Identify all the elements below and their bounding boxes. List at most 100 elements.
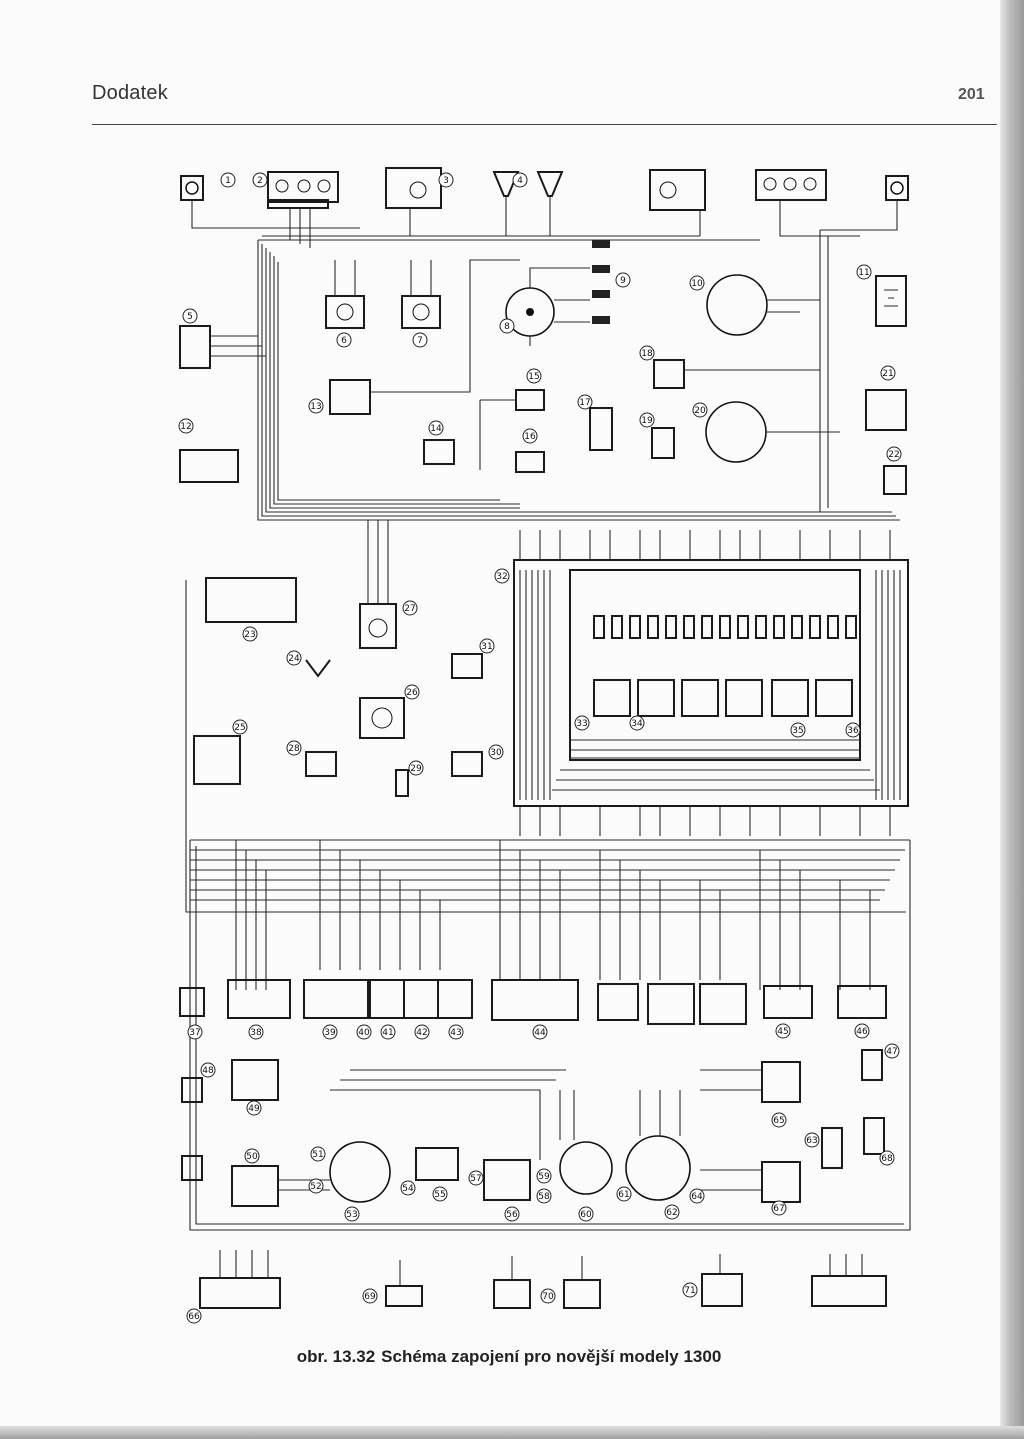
- component-label-64: 64: [689, 1188, 705, 1204]
- component-number-text: 12: [180, 422, 191, 432]
- component-label-28: 28: [286, 740, 302, 756]
- fuse-box-5: [179, 325, 266, 369]
- component-number-text: 26: [406, 688, 418, 698]
- component-number-text: 42: [416, 1028, 427, 1038]
- component-number-text: 59: [538, 1172, 550, 1182]
- component-number-text: 33: [576, 719, 587, 729]
- component-number-text: 43: [450, 1028, 461, 1038]
- component-label-27: 27: [402, 600, 418, 616]
- component-label-3: 3: [438, 172, 454, 188]
- component-label-25: 25: [232, 719, 248, 735]
- component-label-58: 58: [536, 1188, 552, 1204]
- component-number-text: 52: [310, 1182, 321, 1192]
- component-label-30: 30: [488, 744, 504, 760]
- component-number-text: 54: [402, 1184, 414, 1194]
- motor-27: [359, 520, 397, 649]
- component-number-text: 58: [538, 1192, 550, 1202]
- component-label-49: 49: [246, 1100, 262, 1116]
- component-number-text: 41: [382, 1028, 393, 1038]
- switch-14: [423, 439, 455, 465]
- component-label-71: 71: [682, 1282, 698, 1298]
- component-label-63: 63: [804, 1132, 820, 1148]
- component-number-text: 17: [579, 398, 590, 408]
- component-number-text: 39: [324, 1028, 336, 1038]
- component-label-42: 42: [414, 1024, 430, 1040]
- component-label-22: 22: [886, 446, 902, 462]
- component-label-39: 39: [322, 1024, 338, 1040]
- bottom-row-components: [199, 1250, 887, 1309]
- component-label-61: 61: [616, 1186, 632, 1202]
- component-label-21: 21: [880, 365, 896, 381]
- component-label-32: 32: [494, 568, 510, 584]
- component-number-text: 8: [504, 322, 510, 332]
- component-number-text: 70: [542, 1292, 554, 1302]
- component-label-45: 45: [775, 1023, 791, 1039]
- component-label-68: 68: [879, 1150, 895, 1166]
- component-number-text: 25: [234, 723, 245, 733]
- component-number-text: 11: [858, 268, 869, 278]
- left-harness-wires: [191, 196, 900, 521]
- instrument-section: [181, 1049, 885, 1207]
- component-number-text: 32: [496, 572, 507, 582]
- component-label-18: 18: [639, 345, 655, 361]
- component-label-47: 47: [884, 1043, 900, 1059]
- unit-22: [883, 465, 907, 495]
- motor-7: [401, 260, 441, 329]
- component-number-text: 45: [777, 1027, 788, 1037]
- central-relay-block: [513, 530, 909, 836]
- component-number-text: 48: [202, 1066, 214, 1076]
- resistor-29: [395, 769, 409, 797]
- component-number-text: 4: [517, 176, 523, 186]
- component-label-8: 8: [499, 318, 515, 334]
- component-number-text: 69: [364, 1292, 376, 1302]
- component-number-text: 6: [341, 336, 347, 346]
- lower-row-components: [179, 979, 887, 1025]
- component-number-text: 9: [620, 276, 626, 286]
- component-number-text: 16: [524, 432, 536, 442]
- relay-18: [653, 359, 820, 389]
- component-label-15: 15: [526, 368, 542, 384]
- component-number-text: 19: [641, 416, 653, 426]
- component-label-4: 4: [512, 172, 528, 188]
- component-number-text: 15: [528, 372, 539, 382]
- component-label-46: 46: [854, 1023, 870, 1039]
- component-label-66: 66: [186, 1308, 202, 1324]
- component-number-text: 57: [470, 1174, 481, 1184]
- relay-23: [185, 577, 906, 913]
- component-label-23: 23: [242, 626, 258, 642]
- headlamp-left-cluster: [267, 171, 339, 209]
- component-label-34: 34: [629, 715, 645, 731]
- spark-plugs-9: [592, 240, 610, 324]
- switch-30: [451, 751, 483, 777]
- component-label-59: 59: [536, 1168, 552, 1184]
- component-label-6: 6: [336, 332, 352, 348]
- component-label-9: 9: [615, 272, 631, 288]
- component-label-69: 69: [362, 1288, 378, 1304]
- component-label-57: 57: [468, 1170, 484, 1186]
- relay-21: [865, 389, 907, 431]
- component-label-17: 17: [577, 394, 593, 410]
- component-label-40: 40: [356, 1024, 372, 1040]
- component-number-text: 44: [534, 1028, 546, 1038]
- component-label-65: 65: [771, 1112, 787, 1128]
- component-number-text: 30: [490, 748, 502, 758]
- wiper-motor-top-right: [649, 169, 706, 211]
- component-label-2: 2: [252, 172, 268, 188]
- component-number-text: 71: [684, 1286, 695, 1296]
- component-label-1: 1: [220, 172, 236, 188]
- component-label-67: 67: [771, 1200, 787, 1216]
- component-label-38: 38: [248, 1024, 264, 1040]
- component-label-37: 37: [187, 1024, 203, 1040]
- figure-caption-prefix: obr. 13.32: [296, 1347, 376, 1366]
- component-number-text: 55: [434, 1190, 445, 1200]
- component-label-62: 62: [664, 1204, 680, 1220]
- component-label-26: 26: [404, 684, 420, 700]
- component-number-text: 68: [881, 1154, 893, 1164]
- component-number-text: 23: [244, 630, 255, 640]
- component-label-36: 36: [845, 722, 861, 738]
- component-label-54: 54: [400, 1180, 416, 1196]
- component-label-35: 35: [790, 722, 806, 738]
- component-number-text: 56: [506, 1210, 518, 1220]
- page-number: 201: [958, 86, 985, 103]
- component-number-text: 14: [430, 424, 442, 434]
